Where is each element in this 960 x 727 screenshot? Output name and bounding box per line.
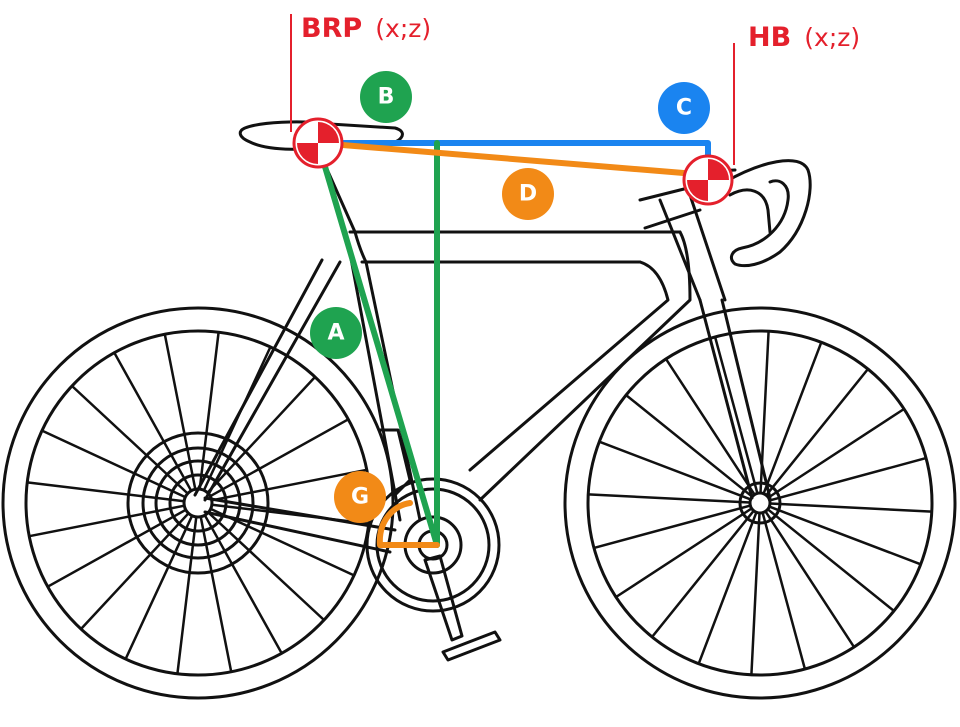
measure-badge-d-letter: D (519, 182, 537, 207)
wheel-spoke (624, 393, 754, 498)
wheel-spoke (614, 507, 753, 599)
measure-badge-g-letter: G (351, 485, 369, 510)
crankset (365, 477, 502, 662)
wheel-spoke (70, 384, 189, 495)
wheel-spoke (198, 330, 220, 491)
wheel-spoke (650, 509, 755, 639)
wheel-spoke (768, 505, 922, 566)
wheel-spoke (762, 341, 823, 495)
handlebar-drops (723, 159, 812, 268)
front-wheel (563, 306, 957, 700)
wheel-spoke (768, 502, 934, 513)
wheel-spoke (586, 493, 752, 504)
wheel-spoke (163, 332, 197, 491)
wheel-spoke (664, 357, 756, 496)
wheel-spoke (46, 508, 188, 588)
measure-badge-g: G (334, 471, 386, 523)
handlebar-brake-hood (728, 188, 772, 234)
brp-label: BRP (x;z) (301, 13, 431, 44)
measure-a-line (315, 140, 440, 548)
wheel-spoke (592, 504, 752, 550)
wheel-spoke (598, 440, 752, 501)
rear-wheel (1, 306, 395, 700)
wheel-spoke (40, 429, 187, 499)
wheel-spoke (765, 367, 870, 497)
bike-frame (193, 148, 772, 554)
wheel-spoke (25, 481, 186, 503)
wheel-spoke (713, 335, 759, 495)
brp-target-icon (292, 117, 344, 169)
reference-pointers (290, 14, 735, 165)
rear-wheel-spokes (25, 330, 371, 676)
measure-badge-b: B (360, 71, 412, 123)
brp-title: BRP (301, 13, 362, 44)
wheel-spoke (79, 512, 190, 631)
wheel-spoke (207, 511, 326, 622)
wheel-spoke (176, 515, 198, 676)
measure-badge-c-letter: C (676, 96, 692, 121)
wheel-spoke (768, 456, 928, 502)
measure-badge-a-letter: A (327, 321, 344, 346)
measure-badge-b-letter: B (378, 85, 395, 110)
wheel-spoke (767, 407, 906, 499)
wheel-spoke (199, 515, 233, 674)
wheel-spoke (750, 511, 761, 677)
hb-target-icon (682, 154, 734, 206)
wheel-spoke (697, 511, 758, 665)
wheel-spoke (27, 504, 186, 538)
front-wheel-spokes (586, 329, 934, 677)
wheel-spoke (209, 507, 356, 577)
brp-coords: (x;z) (375, 14, 431, 43)
wheel-spoke (206, 375, 317, 494)
measure-badge-a: A (310, 307, 362, 359)
wheel-spoke (766, 508, 896, 613)
wheel-spoke (208, 418, 350, 498)
wheel-spoke (761, 511, 807, 671)
measure-badge-d: D (502, 168, 554, 220)
wheel-spoke (113, 351, 193, 493)
measure-g-angle (376, 500, 440, 548)
hb-coords: (x;z) (804, 23, 860, 52)
bicycle-illustration (1, 120, 957, 700)
hb-label: HB (x;z) (748, 22, 860, 53)
measure-badge-c: C (658, 82, 710, 134)
wheel-spoke (203, 513, 283, 655)
measure-d-line (315, 140, 711, 178)
wheel-spoke (124, 514, 194, 661)
hb-title: HB (748, 22, 791, 53)
wheel-spoke (764, 510, 856, 649)
wheel-spoke (210, 468, 369, 502)
